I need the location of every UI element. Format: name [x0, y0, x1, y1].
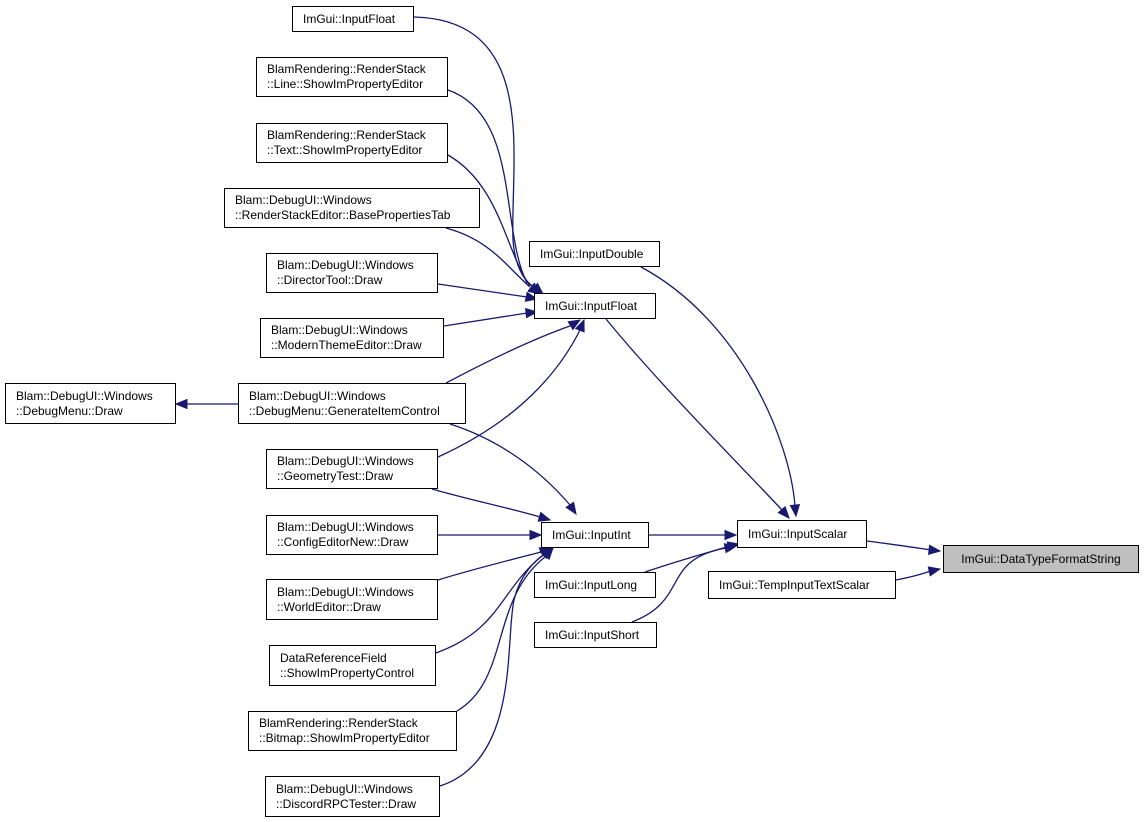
- edge-inputfloat-top-to-inputfloat-main: [413, 16, 537, 289]
- node-label: ImGui::InputLong: [545, 577, 638, 592]
- node-label: ImGui::InputShort: [545, 627, 640, 642]
- node-inputscalar[interactable]: ImGui::InputScalar: [737, 520, 867, 548]
- edge-inputdouble-to-inputscalar: [640, 266, 796, 507]
- node-label-line2: ::ShowImPropertyControl: [280, 665, 415, 680]
- edge-renderstackeditor-to-inputfloat-main: [445, 227, 531, 288]
- node-label-line1: BlamRendering::RenderStack: [267, 62, 426, 76]
- edge-inputfloat-main-to-inputscalar-arrowhead: [777, 505, 790, 519]
- node-debugmenu-draw[interactable]: Blam::DebugUI::Windows ::DebugMenu::Draw: [5, 383, 176, 424]
- edge-generateitemcontrol-to-inputint: [449, 423, 571, 506]
- node-renderstackeditor-basepropertiestab[interactable]: Blam::DebugUI::Windows ::RenderStackEdit…: [224, 188, 480, 228]
- node-configeditornew-draw[interactable]: Blam::DebugUI::Windows ::ConfigEditorNew…: [266, 515, 438, 555]
- edge-renderstackeditor-to-inputfloat-main-arrowhead: [527, 283, 542, 295]
- node-inputfloat-top[interactable]: ImGui::InputFloat: [292, 6, 414, 32]
- node-tempinputtextscalar[interactable]: ImGui::TempInputTextScalar: [708, 571, 896, 599]
- edge-discordrpctester-to-inputint: [439, 552, 547, 787]
- node-worldeditor-draw[interactable]: Blam::DebugUI::Windows ::WorldEditor::Dr…: [266, 579, 438, 620]
- node-line-showimpropertyeditor[interactable]: BlamRendering::RenderStack ::Line::ShowI…: [256, 57, 448, 97]
- node-inputdouble[interactable]: ImGui::InputDouble: [529, 241, 660, 267]
- node-label: ImGui::TempInputTextScalar: [719, 577, 870, 592]
- node-inputint[interactable]: ImGui::InputInt: [541, 522, 649, 548]
- node-debugmenu-generateitemcontrol[interactable]: Blam::DebugUI::Windows ::DebugMenu::Gene…: [238, 383, 466, 424]
- node-label-line2: ::DebugMenu::Draw: [16, 403, 123, 418]
- node-label-line1: Blam::DebugUI::Windows: [271, 323, 408, 337]
- node-label-line2: ::DirectorTool::Draw: [277, 273, 383, 287]
- node-label-line2: ::GeometryTest::Draw: [277, 469, 394, 483]
- edge-worldeditor-to-inputint: [437, 551, 542, 581]
- node-label-line1: Blam::DebugUI::Windows: [277, 258, 414, 272]
- node-label-line1: Blam::DebugUI::Windows: [277, 584, 414, 599]
- node-label-line2: ::RenderStackEditor::BasePropertiesTab: [235, 208, 451, 222]
- node-label-line1: Blam::DebugUI::Windows: [276, 781, 413, 796]
- node-discordrpctester-draw[interactable]: Blam::DebugUI::Windows ::DiscordRPCTeste…: [265, 776, 440, 817]
- edge-generateitemcontrol-to-inputfloat-main-arrowhead: [567, 319, 582, 331]
- node-inputfloat-main[interactable]: ImGui::InputFloat: [534, 293, 656, 319]
- edge-inputfloat-main-to-inputscalar: [605, 318, 783, 511]
- node-label-line2: ::ModernThemeEditor::Draw: [271, 338, 422, 352]
- edge-inputdouble-to-inputscalar-arrowhead: [789, 504, 801, 518]
- edge-datareferencefield-to-inputint: [435, 555, 543, 654]
- edge-inputshort-to-inputscalar-arrowhead: [723, 543, 738, 554]
- node-text-showimpropertyeditor[interactable]: BlamRendering::RenderStack ::Text::ShowI…: [256, 123, 448, 163]
- edge-geometrytest-to-inputint-arrowhead: [537, 511, 552, 522]
- node-label: ImGui::DataTypeFormatString: [961, 551, 1121, 566]
- node-datatypeformatstring[interactable]: ImGui::DataTypeFormatString: [943, 545, 1139, 573]
- node-label-line2: ::Text::ShowImPropertyEditor: [267, 143, 423, 157]
- edge-bitmap-to-inputint: [456, 556, 546, 712]
- node-label: ImGui::InputFloat: [545, 298, 638, 313]
- edge-inputint-to-inputscalar-arrowhead: [724, 529, 738, 541]
- node-label: ImGui::InputFloat: [303, 11, 396, 26]
- node-label-line1: Blam::DebugUI::Windows: [277, 454, 414, 468]
- edge-modernthemeeditor-to-inputfloat-main-arrowhead: [525, 307, 539, 319]
- edge-tempinputtextscalar-to-datatypeformatstring-arrowhead: [927, 566, 942, 577]
- edge-geometrytest-to-inputfloat-main-arrowhead: [574, 318, 585, 333]
- edge-text-to-inputfloat-main: [447, 154, 531, 287]
- node-modernthemeeditor-draw[interactable]: Blam::DebugUI::Windows ::ModernThemeEdit…: [260, 318, 444, 358]
- node-label-line2: ::Bitmap::ShowImPropertyEditor: [259, 731, 430, 745]
- node-label-line1: BlamRendering::RenderStack: [267, 128, 426, 142]
- node-label-line1: Blam::DebugUI::Windows: [16, 388, 153, 403]
- edge-line-to-inputfloat-main: [447, 89, 528, 284]
- edge-geometrytest-to-inputint: [431, 488, 541, 518]
- edge-discordrpctester-to-inputint-arrowhead: [540, 547, 555, 559]
- node-label-line1: DataReferenceField: [280, 650, 387, 665]
- edge-geometrytest-to-inputfloat-main: [437, 329, 581, 458]
- node-label-line2: ::Line::ShowImPropertyEditor: [267, 77, 424, 91]
- edge-tempinputtextscalar-to-datatypeformatstring: [895, 570, 932, 581]
- edge-generateitemcontrol-to-inputfloat-main: [445, 325, 571, 384]
- edge-modernthemeeditor-to-inputfloat-main: [443, 312, 528, 327]
- node-label: ImGui::InputScalar: [748, 526, 848, 541]
- node-bitmap-showimpropertyeditor[interactable]: BlamRendering::RenderStack ::Bitmap::Sho…: [248, 711, 457, 751]
- edge-inputscalar-to-datatypeformatstring-arrowhead: [927, 544, 942, 555]
- node-inputshort[interactable]: ImGui::InputShort: [534, 622, 657, 648]
- node-inputlong[interactable]: ImGui::InputLong: [534, 572, 656, 598]
- node-label-line1: Blam::DebugUI::Windows: [235, 193, 372, 207]
- node-label-line1: BlamRendering::RenderStack: [259, 716, 418, 730]
- edge-directortool-to-inputfloat-main: [437, 283, 528, 298]
- node-label-line2: ::WorldEditor::Draw: [277, 599, 381, 614]
- edge-generateitemcontrol-to-debugmenu-draw-arrowhead: [174, 398, 188, 410]
- node-label-line2: ::DiscordRPCTester::Draw: [276, 796, 417, 811]
- node-geometrytest-draw[interactable]: Blam::DebugUI::Windows ::GeometryTest::D…: [266, 449, 438, 489]
- node-label: ImGui::InputInt: [552, 527, 631, 542]
- edge-inputscalar-to-datatypeformatstring: [866, 540, 932, 551]
- node-label: ImGui::InputDouble: [540, 246, 644, 261]
- edge-configeditornew-to-inputint-arrowhead: [529, 529, 543, 541]
- node-label-line2: ::DebugMenu::GenerateItemControl: [249, 403, 440, 418]
- edge-inputshort-to-inputscalar: [631, 547, 727, 623]
- edge-generateitemcontrol-to-inputint-arrowhead: [565, 501, 577, 516]
- node-label-line1: Blam::DebugUI::Windows: [249, 388, 386, 403]
- node-directortool-draw[interactable]: Blam::DebugUI::Windows ::DirectorTool::D…: [266, 253, 438, 293]
- node-datareferencefield-showimpropertycontrol[interactable]: DataReferenceField ::ShowImPropertyContr…: [269, 645, 436, 686]
- node-label-line1: Blam::DebugUI::Windows: [277, 520, 414, 534]
- node-label-line2: ::ConfigEditorNew::Draw: [277, 535, 409, 549]
